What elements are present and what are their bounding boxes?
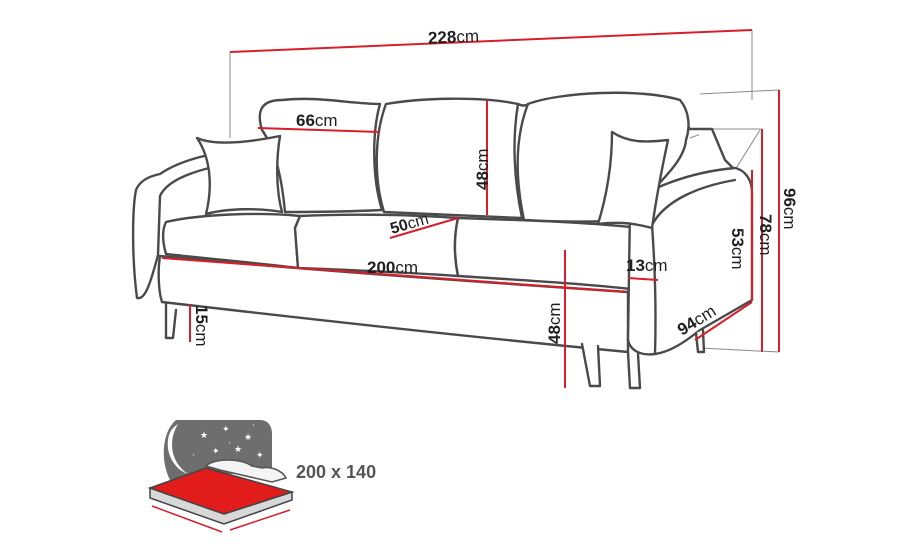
sleeping-area-size: 200 x 140	[296, 462, 376, 482]
back-cushion-left	[258, 97, 384, 214]
cushion-seam	[516, 102, 530, 107]
svg-text:·: ·	[252, 421, 255, 431]
sofa-outline	[131, 91, 754, 390]
label-seat-height: 48cm	[545, 302, 564, 344]
label-armrest-width: 13cm	[626, 256, 668, 275]
leg-front-middle	[580, 342, 602, 388]
seat-cushion-right	[453, 216, 642, 292]
leg-front-right	[626, 350, 642, 390]
svg-text:★: ★	[200, 431, 208, 441]
depth-line	[694, 301, 753, 341]
back-cushion-middle	[375, 97, 524, 220]
leg-back-right	[694, 328, 706, 354]
svg-text:·: ·	[192, 451, 195, 461]
right-arm-inner	[650, 178, 737, 227]
stars-icon: ★ ✦ ★ ✦ ★ ✦ · · ·	[192, 421, 264, 461]
cushion-width-line	[257, 127, 381, 133]
svg-text:★: ★	[234, 445, 242, 455]
seat-cushion-left	[161, 212, 302, 270]
label-armrest-inner-height: 53cm	[728, 228, 747, 270]
svg-text:★: ★	[244, 433, 252, 443]
right-arm-front	[650, 223, 657, 356]
armrest-width-line	[627, 277, 659, 281]
dimension-lines	[161, 29, 780, 388]
label-leg-height: 15cm	[192, 305, 211, 347]
label-total-height: 96cm	[780, 188, 799, 230]
pillow-right	[596, 130, 670, 230]
svg-text:✦: ✦	[212, 447, 220, 457]
svg-text:✦: ✦	[222, 425, 230, 435]
svg-text:·: ·	[228, 439, 231, 449]
label-seat-depth: 50cm	[388, 211, 430, 238]
seat-depth-line	[389, 217, 459, 239]
bed-length-arrow	[229, 509, 291, 531]
leg-left	[164, 302, 178, 340]
bed-pillow	[204, 459, 288, 483]
total-width-line	[229, 29, 753, 53]
seat-width-line	[161, 257, 627, 293]
sleeping-area-icon: ★ ✦ ★ ✦ ★ ✦ · · · 200 x 140	[147, 420, 376, 533]
label-seat-width: 200cm	[367, 258, 418, 277]
bed-width-arrow	[151, 505, 223, 533]
label-backrest-height: 48cm	[473, 148, 492, 190]
label-armrest-height: 78cm	[756, 214, 775, 256]
svg-text:✦: ✦	[256, 451, 264, 461]
label-cushion-width: 66cm	[296, 111, 338, 130]
moon-icon	[167, 424, 188, 474]
label-total-width: 228cm	[428, 27, 480, 48]
pillow-left	[195, 134, 284, 216]
bed-surface	[147, 467, 295, 515]
